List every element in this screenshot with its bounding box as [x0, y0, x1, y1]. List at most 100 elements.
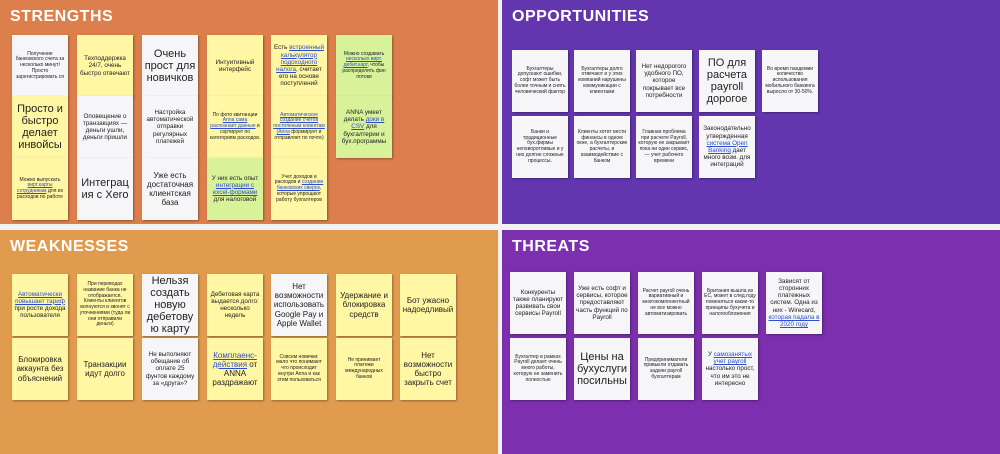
sticky-note-text: Законодательно утвержденная система Open… [701, 125, 753, 168]
sticky-note[interactable]: ПО для расчета payroll дорогое [699, 50, 755, 112]
sticky-note[interactable]: У них есть опыт интеграции с excel-форма… [207, 158, 263, 220]
sticky-note[interactable]: Очень прост для новичков [142, 35, 198, 97]
sticky-note-link[interactable]: Автоматическое создание счетов постоянны… [273, 111, 325, 135]
sticky-note-text-part: Во время пандемии количество использован… [765, 65, 815, 95]
sticky-note[interactable]: Настройка автоматической отправки регуля… [142, 96, 198, 158]
sticky-note[interactable]: Нет возможности быстро закрыть счет [400, 338, 456, 400]
sticky-note-link[interactable]: Автоматически повышает тариф [15, 290, 65, 305]
sticky-note[interactable]: Техподдержка 24/7, очень быстро отвечают [77, 35, 133, 97]
sticky-note-text-part: для бухгалтерии и бух.программы [341, 123, 387, 145]
sticky-note-text-part: Зависят от сторонних платежных систем. О… [770, 277, 818, 314]
sticky-note-text-part: Не принимает платежи международных банко… [345, 356, 383, 380]
sticky-note[interactable]: Расчет payroll очень вариативный и много… [638, 272, 694, 334]
sticky-note-text: Оповещение о транзакциях — деньги ушли, … [79, 113, 131, 142]
quadrant-opportunities: OPPORTUNITIES Бухгалтеры допускают ошибк… [502, 0, 1000, 224]
sticky-note[interactable]: Нельзя создать новую дебетовую карту [142, 274, 198, 336]
sticky-note-link[interactable]: которая падала в 2020 году [768, 313, 820, 329]
sticky-note-text-part: Предприниматели привыкли отдавать задачи… [643, 356, 689, 380]
sticky-note-text-part: Законодательно утвержденная [703, 125, 751, 140]
sticky-note-text-part: Уже есть достаточная клиентская база [146, 170, 194, 208]
sticky-note-text: Нет недорогого удобного ПО, которое покр… [638, 63, 690, 99]
sticky-note[interactable]: Интеграция с Xero [77, 158, 133, 220]
sticky-note[interactable]: Банки и традиционные бух.фирмы неповорот… [512, 116, 568, 178]
sticky-note[interactable]: Нет недорогого удобного ПО, которое покр… [636, 50, 692, 112]
sticky-note[interactable]: Оповещение о транзакциях — деньги ушли, … [77, 96, 133, 158]
sticky-note-link[interactable]: встроенный калькулятор подоходного налог… [276, 44, 324, 73]
sticky-note-text: Автоматическое создание счетов постоянны… [273, 111, 325, 142]
sticky-note[interactable]: Зависят от сторонних платежных систем. О… [766, 272, 822, 334]
sticky-note-link[interactable]: самозанятых учет payroll [713, 350, 752, 366]
sticky-note[interactable]: Цены на бухуслуги посильны [574, 338, 630, 400]
sticky-note-text: У самозанятых учет payroll настолько про… [704, 351, 756, 387]
sticky-note-text-part: У них есть опыт [211, 174, 259, 182]
sticky-note[interactable]: При переводах название банка не отобража… [77, 274, 133, 336]
sticky-note[interactable]: Уже есть софт и сервисы, которое предост… [574, 272, 630, 334]
sticky-note-text: Блокировка аккаунта без объяснений [14, 355, 66, 383]
sticky-note[interactable]: Конкуренты также планируют развивать сво… [510, 272, 566, 334]
sticky-note[interactable]: Уже есть достаточная клиентская база [142, 158, 198, 220]
sticky-note-text-part: настолько прост, что им это не интересно [705, 365, 755, 387]
sticky-note[interactable]: По фото квитанции Anna сама распознает д… [207, 96, 263, 158]
sticky-note-link[interactable]: вирт.карты сотрудникам [16, 182, 53, 194]
sticky-note-text-part: Расчет payroll очень вариативный и много… [642, 287, 690, 317]
sticky-note[interactable]: Удержание и блокировка средств [336, 274, 392, 336]
sticky-note-text: Уже есть достаточная клиентская база [144, 171, 196, 208]
sticky-note-text-part: Дебетовая карта выдается долго: нескольк… [210, 290, 260, 320]
sticky-note-link[interactable]: Комплаенс-действия [212, 350, 257, 369]
sticky-note-link[interactable]: система Open Banking [706, 139, 748, 154]
sticky-note[interactable]: Совсем новички: мало что понимают что пр… [271, 338, 327, 400]
sticky-note[interactable]: У самозанятых учет payroll настолько про… [702, 338, 758, 400]
sticky-note[interactable]: Бухгалтеры долго отвечают и у этих компа… [574, 50, 630, 112]
sticky-note-text-part: Бухгалтер в рамках Payroll делает очень … [513, 353, 563, 383]
sticky-note-text-part: Клиенты хотят вести финансы в одном окне… [576, 128, 628, 164]
sticky-note[interactable]: Нет возможности использовать Google Pay … [271, 274, 327, 336]
sticky-note[interactable]: Клиенты хотят вести финансы в одном окне… [574, 116, 630, 178]
sticky-note[interactable]: Есть встроенный калькулятор подоходного … [271, 35, 327, 97]
sticky-note[interactable]: Можно создавать несколько вирт. дебит.ка… [336, 35, 392, 97]
sticky-note-text-part: Можно создавать [343, 50, 385, 57]
sticky-note-text: Настройка автоматической отправки регуля… [144, 109, 196, 145]
sticky-note[interactable]: Получение банковского счета за несколько… [12, 35, 68, 97]
sticky-note[interactable]: Автоматическое создание счетов постоянны… [271, 96, 327, 158]
sticky-note[interactable]: Не выполняют обещание об оплате 25 фунто… [142, 338, 198, 400]
sticky-note-text: Нет возможности использовать Google Pay … [273, 282, 325, 328]
sticky-note[interactable]: Не принимает платежи международных банко… [336, 338, 392, 400]
sticky-note-text: Интеграция с Xero [79, 177, 131, 201]
sticky-note[interactable]: Можно выпускать вирт.карты сотрудникам д… [12, 158, 68, 220]
sticky-note[interactable]: Комплаенс-действия от ANNA раздражают [207, 338, 263, 400]
sticky-note-text-part: Конкуренты также планируют развивать сво… [512, 288, 564, 318]
sticky-note[interactable]: Транзакции идут долго [77, 338, 133, 400]
sticky-note[interactable]: Автоматически повышает тариф при росте д… [12, 274, 68, 336]
sticky-note-link[interactable]: несколько вирт. дебит.карт [343, 56, 383, 69]
sticky-note-text-part: для их расходов по работе [17, 188, 64, 200]
quadrant-title-threats: THREATS [512, 238, 590, 255]
sticky-note[interactable]: Британия вышла из ЕС, может в след.году … [702, 272, 758, 334]
sticky-note[interactable]: Дебетовая карта выдается долго: нескольк… [207, 274, 263, 336]
sticky-note-text-part: Банки и традиционные бух.фирмы неповорот… [516, 128, 564, 164]
sticky-note-text-part: Техподдержка 24/7, очень быстро отвечают [80, 55, 130, 77]
quadrant-title-strengths: STRENGTHS [10, 8, 114, 25]
sticky-note-text: Банки и традиционные бух.фирмы неповорот… [514, 128, 566, 165]
sticky-note[interactable]: Законодательно утвержденная система Open… [699, 116, 755, 178]
sticky-note[interactable]: Учет доходов и расходов и создание банко… [271, 158, 327, 220]
sticky-note-text-part: от ANNA раздражают [212, 359, 258, 388]
sticky-note-link[interactable]: Anna сама распознает данные [210, 117, 256, 130]
sticky-note[interactable]: Главная проблема при расчете Payroll, ко… [636, 116, 692, 178]
sticky-note-text: Транзакции идут долго [79, 360, 131, 378]
sticky-note[interactable]: ANNA умеет делать доки в CSV для бухгалт… [336, 96, 392, 158]
quadrant-title-weaknesses: WEAKNESSES [10, 238, 129, 255]
sticky-note[interactable]: Интуитивный интерфейс [207, 35, 263, 97]
sticky-note-link[interactable]: интеграции с excel-формами [212, 181, 258, 196]
sticky-note-text-part: Уже есть софт и сервисы, которое предост… [576, 284, 628, 321]
sticky-note-link[interactable]: доки в CSV [351, 116, 385, 131]
sticky-note[interactable]: Бот ужасно надоедливый [400, 274, 456, 336]
sticky-note[interactable]: Предприниматели привыкли отдавать задачи… [638, 338, 694, 400]
sticky-note[interactable]: Бухгалтер в рамках Payroll делает очень … [510, 338, 566, 400]
sticky-note[interactable]: Бухгалтеры допускают ошибки, софт может … [512, 50, 568, 112]
sticky-note-text: Интуитивный интерфейс [209, 59, 261, 73]
sticky-note[interactable]: Во время пандемии количество использован… [762, 50, 818, 112]
sticky-note-text-part: для налоговой [213, 196, 257, 204]
sticky-note[interactable]: Просто и быстро делает инвойсы [12, 96, 68, 158]
sticky-note[interactable]: Блокировка аккаунта без объяснений [12, 338, 68, 400]
sticky-note-link[interactable]: создание банковских сверок [276, 179, 324, 192]
